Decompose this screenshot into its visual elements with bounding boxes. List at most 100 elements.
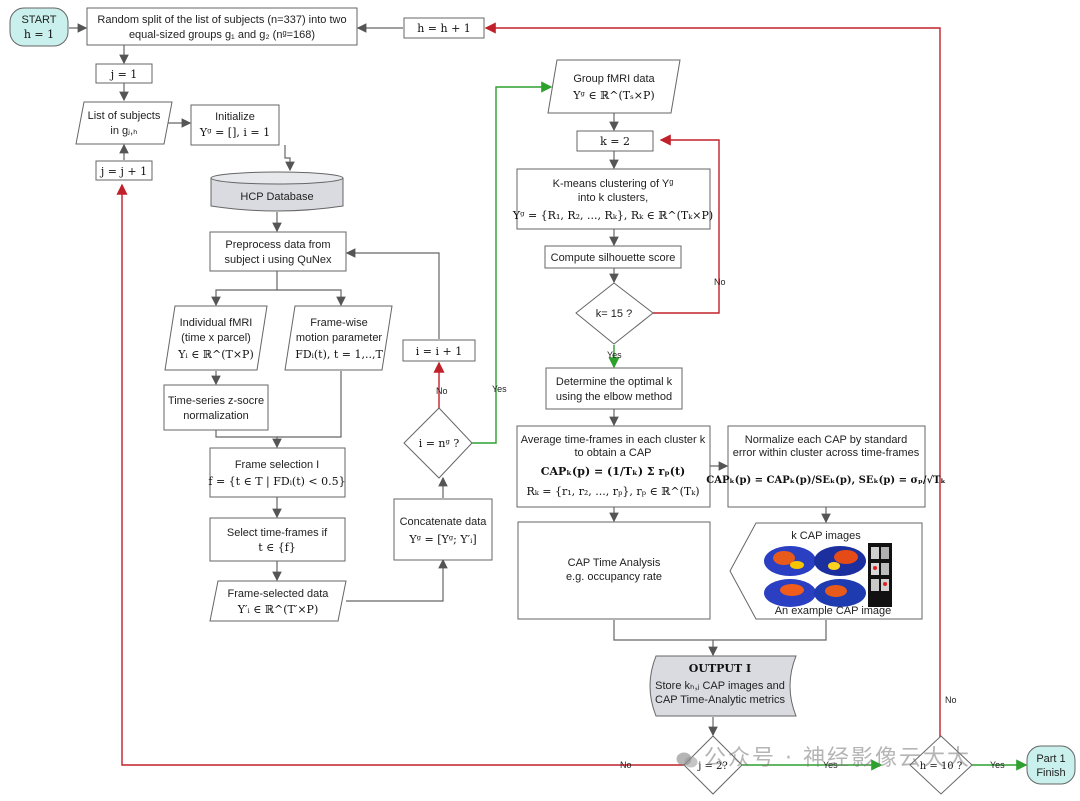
yes-edges <box>471 81 1028 771</box>
k-init-node: k = 2 <box>576 130 654 152</box>
fd-line3: FDᵢ(t), t = 1,..,T <box>295 348 383 361</box>
label-no-j: No <box>620 760 632 770</box>
select-timeframes-node: Select time-frames if t ∈ {f} <box>209 517 346 562</box>
st-line2: t ∈ {f} <box>258 541 296 554</box>
j-check-decision: j = 2? <box>683 735 743 795</box>
brain-images <box>764 543 892 607</box>
km-line1: K-means clustering of Yᵍ <box>553 178 674 190</box>
km-line3: Yᵍ = {R₁, R₂, ..., Rₖ}, Rₖ ∈ ℝ^(Tₖ×P) <box>512 209 713 222</box>
output-line1: Store kₕ,ⱼ CAP images and <box>655 680 785 692</box>
watermark: 公众号 · 神经影像云大大 <box>676 740 1036 780</box>
split-node: Random split of the list of subjects (n=… <box>86 7 358 46</box>
split-line2: equal-sized groups g₁ and g₂ (nᵍ=168) <box>129 29 315 41</box>
h-increment-node: h = h + 1 <box>403 17 485 39</box>
j-increment-text: j = j + 1 <box>99 165 147 178</box>
average-cap-node: Average time-frames in each cluster k to… <box>516 425 711 508</box>
edge-icheck-yes <box>471 81 553 444</box>
edge-pre-fd <box>277 289 346 307</box>
h-check-decision: h = 10 ? <box>909 735 973 795</box>
kmeans-node: K-means clustering of Yᵍ into k clusters… <box>512 168 713 230</box>
hcp-database-node: HCP Database <box>210 171 344 212</box>
start-node: START h = 1 <box>9 7 69 47</box>
silhouette-node: Compute silhouette score <box>544 245 682 269</box>
list-line2: in gⱼ,ₕ <box>110 125 137 137</box>
cta-line2: e.g. occupancy rate <box>566 571 662 583</box>
h-check-text: h = 10 ? <box>920 761 962 772</box>
edges <box>69 23 831 737</box>
avg-line2: to obtain a CAP <box>574 447 651 459</box>
finish-node: Part 1 Finish <box>1026 745 1076 785</box>
split-line1: Random split of the list of subjects (n=… <box>97 14 346 26</box>
frame-selection-node: Frame selection I f = {t ∈ T | FDᵢ(t) < … <box>208 447 346 498</box>
edge-kcheck-no <box>653 134 720 314</box>
j-init-text: j = 1 <box>109 68 138 81</box>
hcp-label: HCP Database <box>240 191 313 203</box>
concat-line2: Yᵍ = [Yᵍ; Y′ᵢ] <box>408 533 476 546</box>
fsd-line1: Frame-selected data <box>228 588 330 600</box>
norm-line2: error within cluster across time-frames <box>733 447 920 459</box>
init-line1: Initialize <box>215 111 255 123</box>
avg-line1: Average time-frames in each cluster k <box>521 434 706 446</box>
start-label: START <box>21 14 56 26</box>
cta-line1: CAP Time Analysis <box>568 557 661 569</box>
edge-pre-indiv <box>211 271 278 307</box>
fs-line1: Frame selection I <box>235 459 319 471</box>
km-line2: into k clusters, <box>578 192 648 204</box>
concatenate-node: Concatenate data Yᵍ = [Yᵍ; Y′ᵢ] <box>393 498 493 561</box>
edge-z-frame <box>215 430 282 449</box>
label-no-h: No <box>945 695 957 705</box>
edge-data-concat <box>346 558 448 602</box>
k-check-decision: k= 15 ? <box>575 282 654 345</box>
k-init-text: k = 2 <box>600 135 630 148</box>
cap-images-node: k CAP images An example CAP image <box>729 522 923 620</box>
edge-iinc-pre <box>345 248 440 339</box>
elbow-line2: using the elbow method <box>556 391 672 403</box>
elbow-line1: Determine the optimal k <box>556 376 673 388</box>
fs-line2: f = {t ∈ T | FDᵢ(t) < 0.5} <box>208 475 345 489</box>
start-eq: h = 1 <box>24 28 54 41</box>
preprocess-node: Preprocess data from subject i using QuN… <box>209 231 347 272</box>
zscore-node: Time-series z-socre normalization <box>163 384 269 431</box>
output-node: OUTPUT I Store kₕ,ⱼ CAP images and CAP T… <box>649 655 797 717</box>
fsd-line2: Y′ᵢ ∈ ℝ^(T′×P) <box>237 603 319 616</box>
init-line2: Yᵍ = [], i = 1 <box>199 126 270 139</box>
wechat-icon <box>676 750 698 768</box>
label-no-i: No <box>436 386 448 396</box>
z-line1: Time-series z-socre <box>168 395 264 407</box>
label-yes-j: Yes <box>823 760 838 770</box>
i-increment-node: i = i + 1 <box>402 339 476 362</box>
list-subjects-node: List of subjects in gⱼ,ₕ <box>75 101 173 145</box>
i-check-text: i = nᵍ ? <box>419 437 460 450</box>
fd-line1: Frame-wise <box>310 317 367 329</box>
watermark-text: 公众号 · 神经影像云大大 <box>704 746 971 771</box>
cap-images-caption: An example CAP image <box>775 605 892 617</box>
i-increment-text: i = i + 1 <box>416 345 462 358</box>
indiv-line3: Yᵢ ∈ ℝ^(T×P) <box>177 348 254 361</box>
indiv-line1: Individual fMRI <box>180 317 253 329</box>
j-init-node: j = 1 <box>95 63 153 84</box>
elbow-node: Determine the optimal k using the elbow … <box>545 367 683 410</box>
concat-line1: Concatenate data <box>400 516 488 528</box>
individual-fmri-node: Individual fMRI (time x parcel) Yᵢ ∈ ℝ^(… <box>164 305 268 371</box>
normalize-cap-node: Normalize each CAP by standard error wit… <box>706 425 946 508</box>
group-fmri-node: Group fMRI data Yᵍ ∈ ℝ^(Tₛ×P) <box>547 59 681 114</box>
framewise-motion-node: Frame-wise motion parameter FDᵢ(t), t = … <box>284 305 393 371</box>
edge-captime-output <box>613 620 718 657</box>
cap-time-analysis-node: CAP Time Analysis e.g. occupancy rate <box>517 521 711 620</box>
initialize-node: Initialize Yᵍ = [], i = 1 <box>190 104 280 146</box>
h-increment-text: h = h + 1 <box>417 22 471 35</box>
group-line1: Group fMRI data <box>573 73 655 85</box>
label-yes-k: Yes <box>607 350 622 360</box>
norm-line1: Normalize each CAP by standard <box>745 434 907 446</box>
label-yes-h: Yes <box>990 760 1005 770</box>
fd-line2: motion parameter <box>296 332 383 344</box>
edge-fd-frame <box>277 371 342 438</box>
cap-images-title: k CAP images <box>791 530 861 542</box>
label-yes-i: Yes <box>492 384 507 394</box>
finish-line1: Part 1 <box>1036 753 1065 765</box>
edge-init-hcp <box>284 145 295 172</box>
edge-images-output <box>713 620 827 641</box>
pre-line1: Preprocess data from <box>225 239 330 251</box>
list-line1: List of subjects <box>88 110 161 122</box>
norm-line3: CAPₖ(p) = CAPₖ(p)/SEₖ(p), SEₖ(p) = σₚ/√T… <box>706 474 945 486</box>
